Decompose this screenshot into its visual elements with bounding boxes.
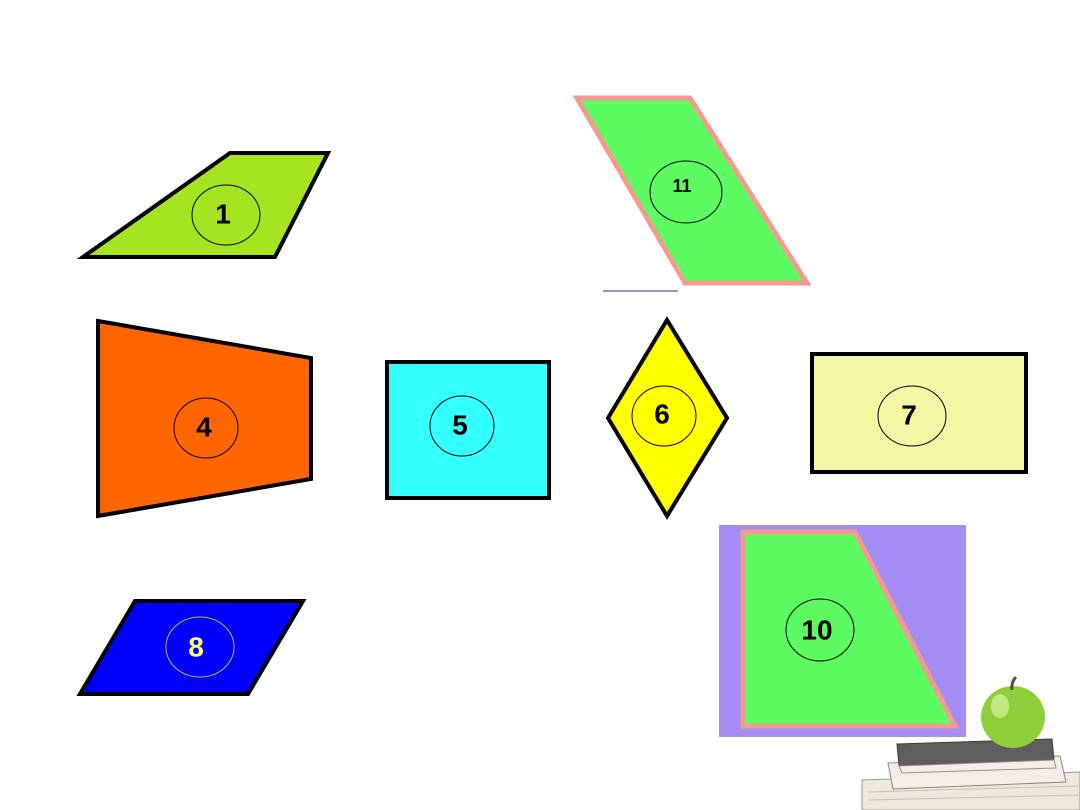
shape-6-label-ring: [631, 385, 697, 447]
shape-4-polygon: [96, 318, 313, 519]
book-top-pages: [898, 759, 1057, 774]
shape-1: 1: [76, 151, 332, 259]
shape-7-label-ring: [877, 385, 947, 447]
shape-7: 7: [810, 352, 1028, 474]
apple-shine: [991, 694, 1009, 718]
shape-8-polygon: [76, 599, 307, 696]
shape-1-label: 1: [215, 199, 231, 230]
shape-1-polygon: [76, 151, 332, 259]
shape-7-polygon: [810, 352, 1028, 474]
shape-5-label-ring: [429, 395, 495, 457]
shape-4-label-ring: [173, 397, 239, 459]
shape-11: 11: [572, 95, 812, 292]
shape-8-label-ring: [165, 616, 235, 678]
shape-11-polygon: [572, 95, 812, 286]
shape-10-label: 10: [801, 615, 832, 646]
shape-11-label: 11: [672, 176, 691, 196]
shape-8-label: 8: [188, 632, 204, 663]
shape-7-label: 7: [901, 400, 917, 431]
shape-6: 6: [605, 316, 730, 520]
book-page-line: [867, 785, 1080, 793]
apple-stem: [1010, 675, 1018, 691]
shape-11-label-ring: [649, 160, 723, 224]
shape-6-polygon: [605, 316, 730, 520]
shape-4-label: 4: [196, 412, 212, 443]
shape-4: 4: [96, 318, 313, 519]
apple: [981, 675, 1045, 748]
apple-body: [981, 686, 1045, 748]
books-stack: [861, 738, 1080, 810]
shape-5-label: 5: [452, 410, 468, 441]
shape-5: 5: [385, 360, 551, 500]
shape-6-label: 6: [654, 399, 670, 430]
shape-10-label-ring: [785, 598, 855, 662]
books-apple-decoration: [861, 675, 1080, 810]
book-page-line: [867, 794, 1080, 801]
shape-8: 8: [76, 599, 307, 696]
shape-10-polygon: [740, 529, 960, 729]
shape-1-label-ring: [191, 184, 261, 246]
shape-5-polygon: [385, 360, 551, 500]
shape-10: 10: [719, 525, 966, 737]
